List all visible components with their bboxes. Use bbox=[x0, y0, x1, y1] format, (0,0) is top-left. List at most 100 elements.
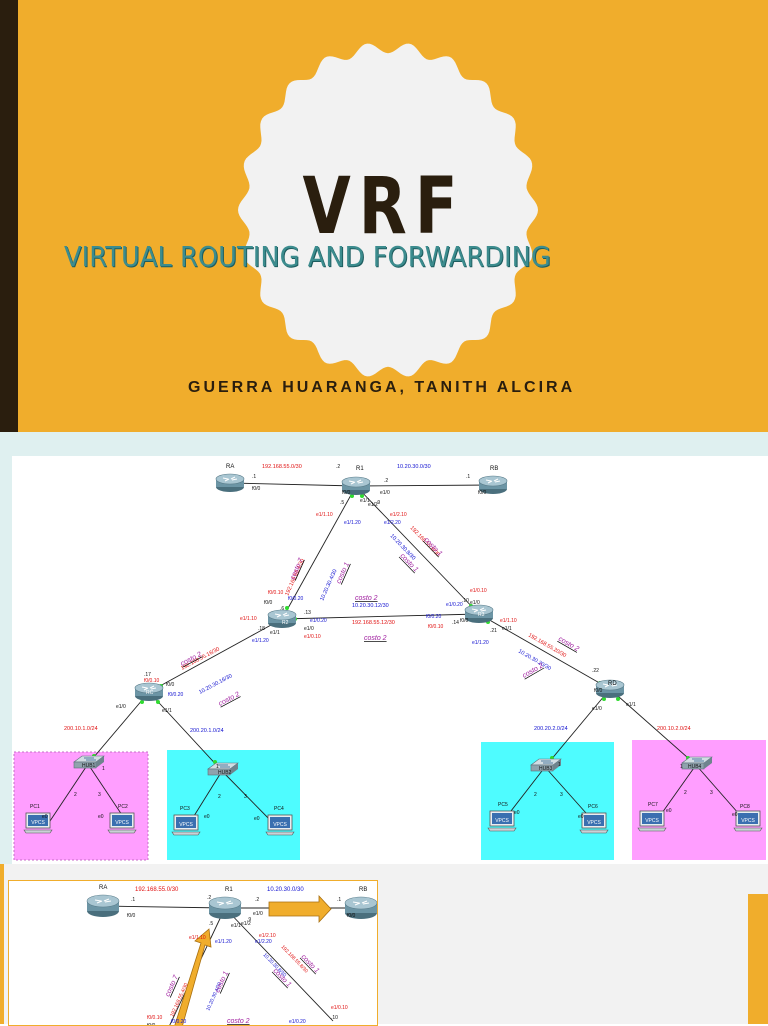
network-topology-diagram: VPCS VPCS VPCS VPCS VPCS VPCS VPCS VPCS … bbox=[13, 464, 766, 861]
svg-text:costo 2: costo 2 bbox=[227, 1018, 250, 1025]
svg-text:f0/0: f0/0 bbox=[252, 486, 261, 492]
router-ra[interactable] bbox=[86, 894, 120, 918]
pc4[interactable]: VPCS bbox=[265, 814, 295, 836]
svg-text:RA: RA bbox=[226, 464, 234, 470]
svg-text:e1/1: e1/1 bbox=[162, 708, 172, 714]
svg-text:e1/0: e1/0 bbox=[304, 626, 314, 632]
svg-text:PC4: PC4 bbox=[274, 806, 284, 812]
svg-text:.6: .6 bbox=[280, 606, 284, 612]
svg-text:VPCS: VPCS bbox=[645, 818, 659, 824]
svg-text:e1/1: e1/1 bbox=[231, 923, 241, 929]
svg-text:e1/1: e1/1 bbox=[270, 630, 280, 636]
svg-text:2: 2 bbox=[74, 792, 77, 798]
svg-text:f0/0.10: f0/0.10 bbox=[144, 678, 160, 684]
svg-text:VPCS: VPCS bbox=[741, 818, 755, 824]
svg-text:e1/2.10: e1/2.10 bbox=[390, 512, 407, 518]
svg-text:e1/0.10: e1/0.10 bbox=[304, 634, 321, 640]
svg-text:VPCS: VPCS bbox=[273, 822, 287, 828]
pc5[interactable]: VPCS bbox=[487, 810, 517, 832]
svg-text:e1/1: e1/1 bbox=[360, 498, 370, 504]
svg-text:e1/2.20: e1/2.20 bbox=[384, 520, 401, 526]
svg-text:1: 1 bbox=[216, 764, 219, 770]
svg-text:10.20.30.4/30: 10.20.30.4/30 bbox=[319, 569, 338, 602]
svg-text:e1/0: e1/0 bbox=[380, 490, 390, 496]
svg-text:f0/0.20: f0/0.20 bbox=[426, 614, 442, 620]
svg-text:200.20.1.0/24: 200.20.1.0/24 bbox=[190, 728, 224, 734]
author-name: GUERRA HUARANGA, TANITH ALCIRA bbox=[188, 379, 576, 396]
svg-text:.1: .1 bbox=[131, 897, 135, 903]
svg-text:VPCS: VPCS bbox=[31, 820, 45, 826]
svg-text:.2: .2 bbox=[207, 895, 211, 901]
svg-text:RA: RA bbox=[99, 885, 107, 891]
pc1[interactable]: VPCS bbox=[23, 812, 53, 834]
svg-text:e1/1.10: e1/1.10 bbox=[500, 618, 517, 624]
svg-text:HUB4: HUB4 bbox=[688, 764, 702, 770]
svg-text:e1/0: e1/0 bbox=[116, 704, 126, 710]
svg-text:PC1: PC1 bbox=[30, 804, 40, 810]
svg-text:costo 1: costo 1 bbox=[335, 561, 351, 585]
svg-text:costo 7: costo 7 bbox=[289, 556, 305, 580]
svg-text:e1/1.10: e1/1.10 bbox=[240, 616, 257, 622]
svg-text:costo 2: costo 2 bbox=[355, 595, 378, 602]
pc8[interactable]: VPCS bbox=[733, 810, 763, 832]
svg-text:.5: .5 bbox=[209, 921, 213, 927]
router-r1[interactable] bbox=[208, 896, 242, 920]
svg-text:e1/1.10: e1/1.10 bbox=[316, 512, 333, 518]
svg-text:10.20.30.0/30: 10.20.30.0/30 bbox=[267, 887, 304, 893]
svg-text:2: 2 bbox=[684, 790, 687, 796]
svg-text:.2: .2 bbox=[255, 897, 259, 903]
svg-text:PC7: PC7 bbox=[648, 802, 658, 808]
svg-text:e0: e0 bbox=[98, 814, 104, 820]
svg-text:HUB1: HUB1 bbox=[82, 763, 96, 769]
svg-text:e1/1.10: e1/1.10 bbox=[189, 935, 206, 941]
svg-text:.21: .21 bbox=[490, 628, 497, 634]
routing-path-panel: RA R1 RB 192.168.55.0/30 10.20.30.0/30 .… bbox=[8, 880, 378, 1026]
svg-text:e0: e0 bbox=[204, 814, 210, 820]
pc2[interactable]: VPCS bbox=[107, 812, 137, 834]
svg-text:R2: R2 bbox=[282, 620, 289, 626]
svg-text:.9: .9 bbox=[247, 917, 251, 923]
page-title: VRF bbox=[302, 162, 466, 252]
svg-text:PC5: PC5 bbox=[498, 802, 508, 808]
svg-text:e1/2.20: e1/2.20 bbox=[255, 939, 272, 945]
svg-text:.2: .2 bbox=[336, 464, 340, 470]
svg-text:f0/0: f0/0 bbox=[478, 490, 487, 496]
svg-text:e0: e0 bbox=[666, 808, 672, 814]
router-ra[interactable] bbox=[215, 473, 245, 493]
svg-text:f0/0: f0/0 bbox=[264, 600, 273, 606]
svg-text:e0: e0 bbox=[732, 812, 738, 818]
svg-text:f0/0: f0/0 bbox=[127, 913, 136, 919]
svg-text:.22: .22 bbox=[592, 668, 599, 674]
svg-text:.1: .1 bbox=[252, 474, 256, 480]
svg-text:10.20.30.12/30: 10.20.30.12/30 bbox=[352, 603, 389, 609]
svg-text:e1/0.20: e1/0.20 bbox=[446, 602, 463, 608]
svg-text:2: 2 bbox=[218, 794, 221, 800]
svg-text:e1/0.20: e1/0.20 bbox=[310, 618, 327, 624]
svg-text:f0/0.10: f0/0.10 bbox=[147, 1015, 163, 1021]
svg-text:e1/1: e1/1 bbox=[626, 702, 636, 708]
svg-text:f0/0.10: f0/0.10 bbox=[268, 590, 284, 596]
svg-text:VPCS: VPCS bbox=[115, 820, 129, 826]
svg-text:e1/1.20: e1/1.20 bbox=[344, 520, 361, 526]
svg-text:R1: R1 bbox=[356, 466, 364, 472]
pc6[interactable]: VPCS bbox=[579, 812, 609, 834]
topology-slide: VPCS VPCS VPCS VPCS VPCS VPCS VPCS VPCS … bbox=[0, 432, 768, 864]
svg-text:PC2: PC2 bbox=[118, 804, 128, 810]
svg-text:VPCS: VPCS bbox=[179, 822, 193, 828]
svg-text:PC8: PC8 bbox=[740, 804, 750, 810]
svg-text:e1/1: e1/1 bbox=[502, 626, 512, 632]
svg-text:1: 1 bbox=[680, 764, 683, 770]
svg-text:3: 3 bbox=[560, 792, 563, 798]
svg-text:1: 1 bbox=[102, 766, 105, 772]
svg-text:.2: .2 bbox=[384, 478, 388, 484]
svg-text:.10: .10 bbox=[331, 1015, 338, 1021]
pc7[interactable]: VPCS bbox=[637, 810, 667, 832]
svg-text:f0/0: f0/0 bbox=[347, 913, 356, 919]
svg-text:.10: .10 bbox=[462, 598, 469, 604]
svg-text:.5: .5 bbox=[340, 500, 344, 506]
pc3[interactable]: VPCS bbox=[171, 814, 201, 836]
svg-text:e0: e0 bbox=[578, 814, 584, 820]
svg-text:f0/0: f0/0 bbox=[342, 490, 351, 496]
svg-text:e1/2: e1/2 bbox=[368, 502, 378, 508]
svg-text:192.168.55.0/30: 192.168.55.0/30 bbox=[135, 887, 179, 893]
